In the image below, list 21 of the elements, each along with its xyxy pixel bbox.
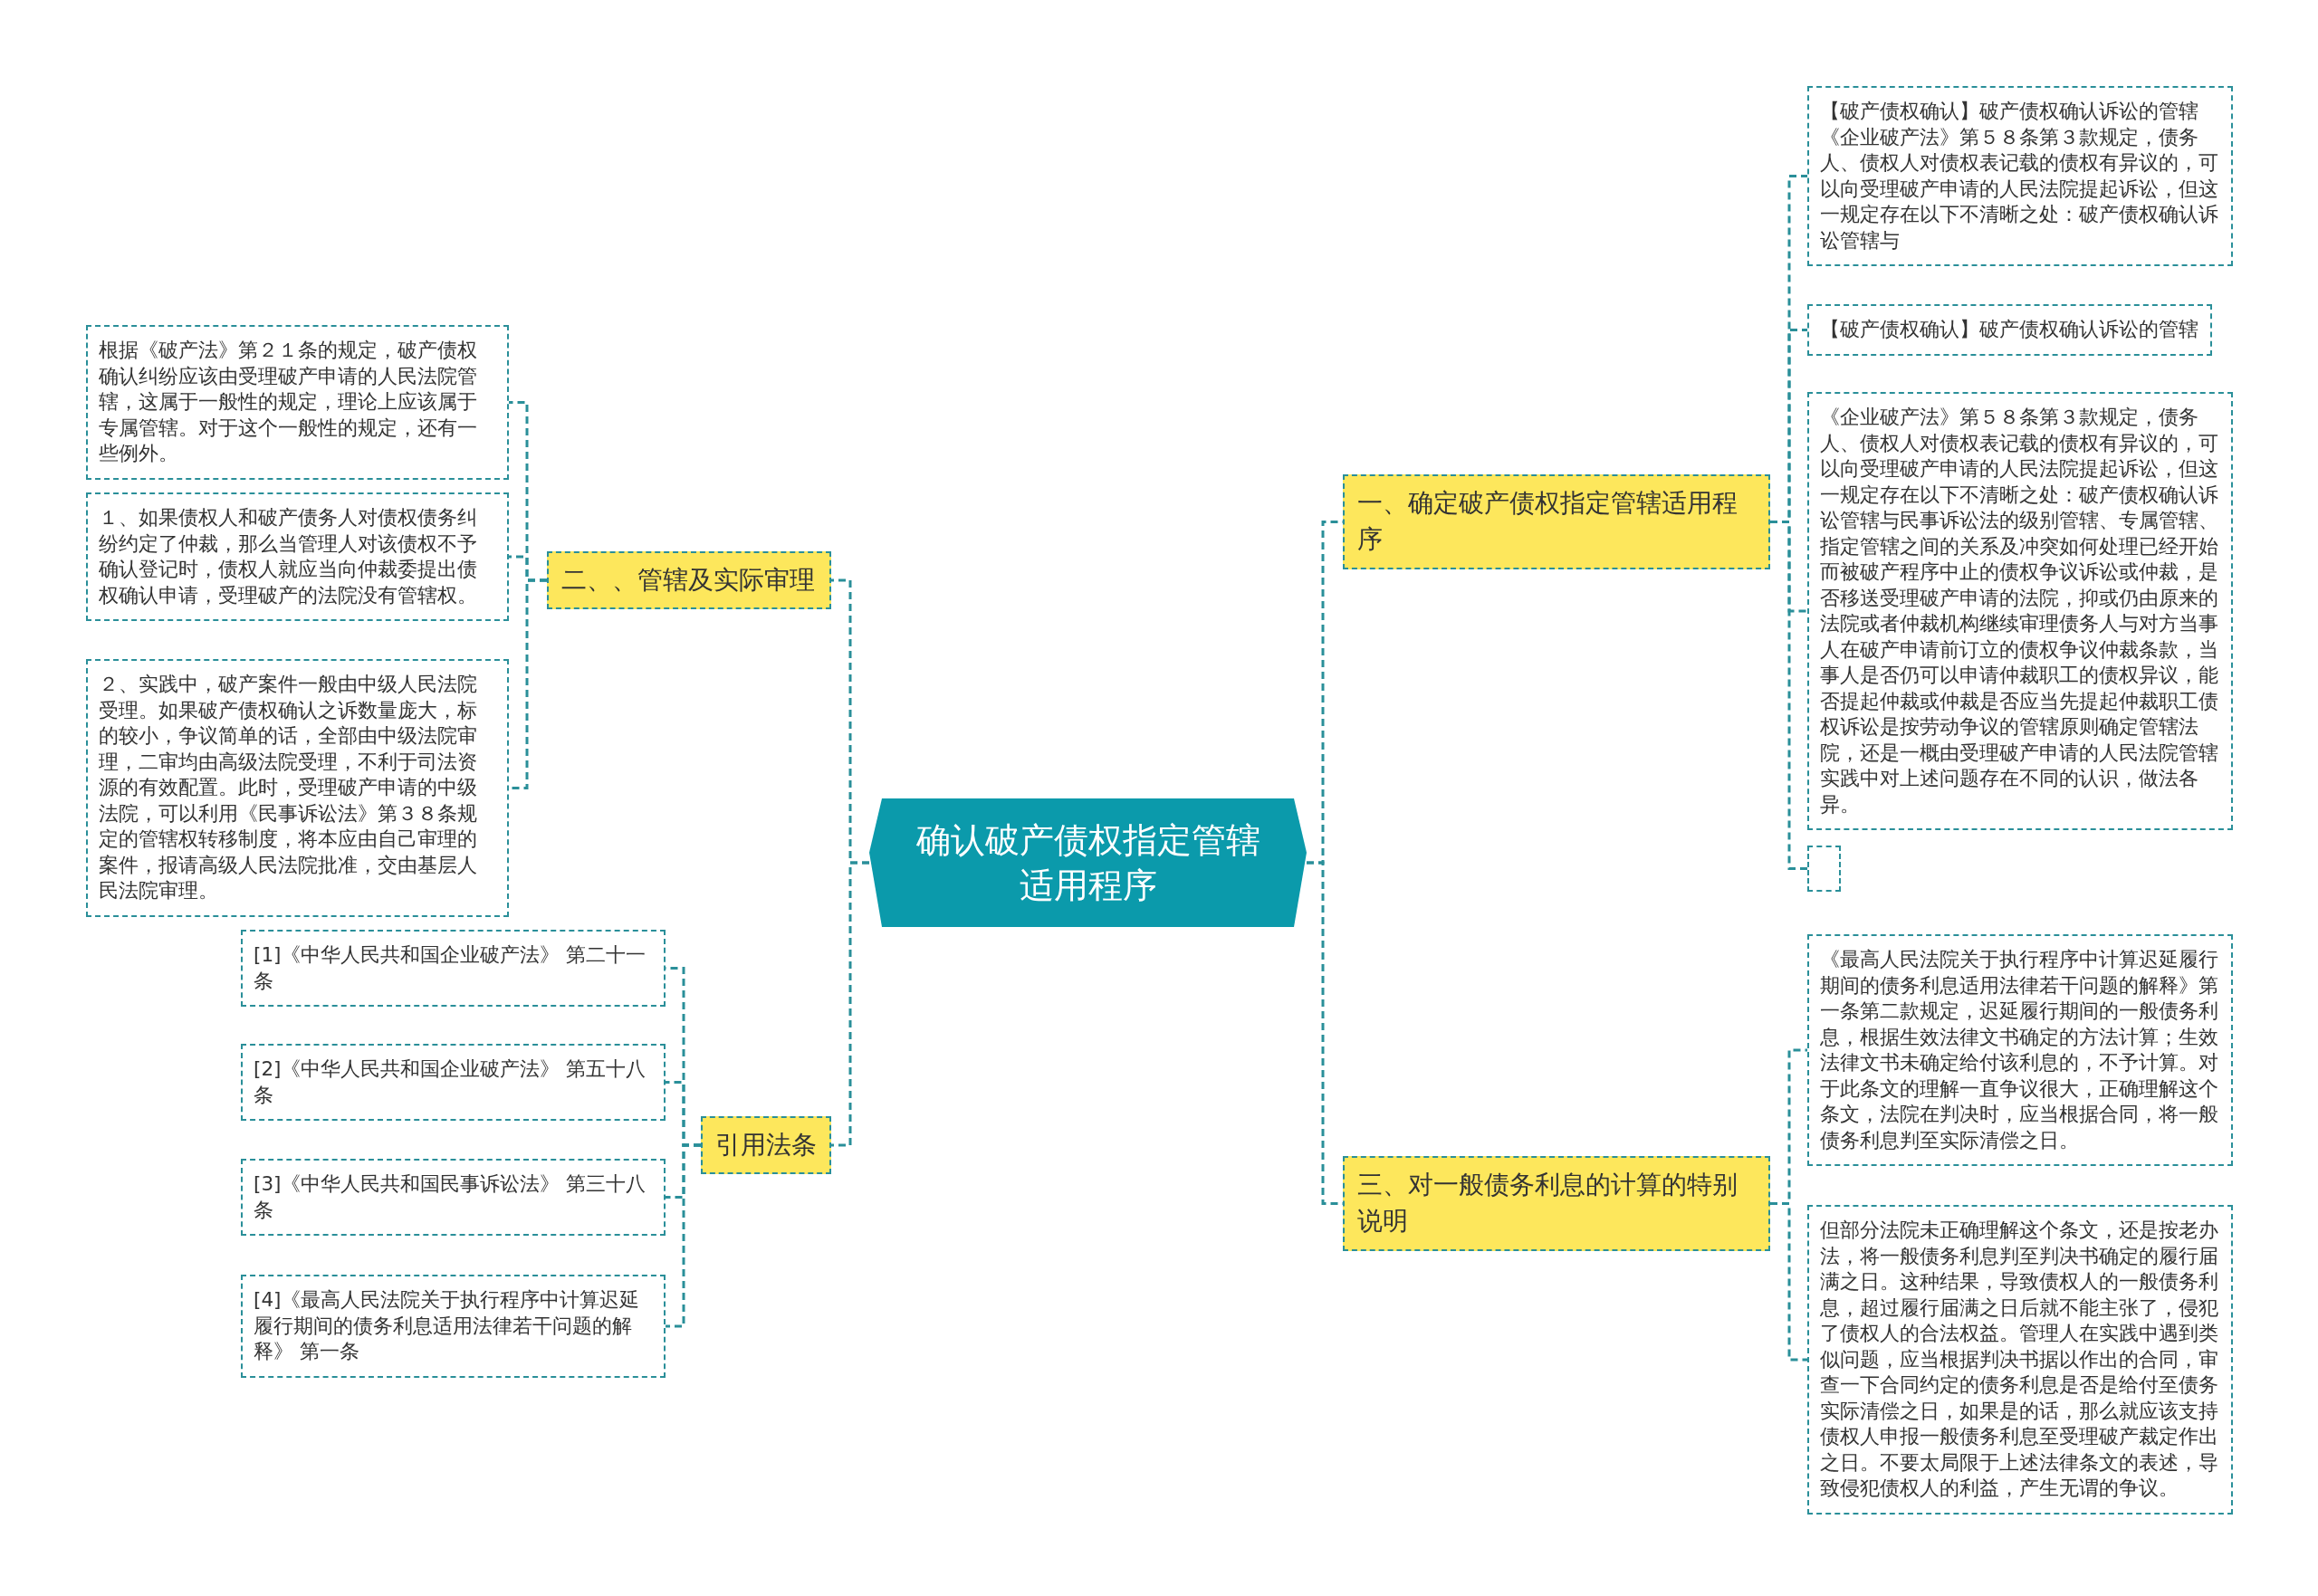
- topic-box: 引用法条: [701, 1116, 831, 1174]
- note-box: 《最高人民法院关于执行程序中计算迟延履行期间的债务利息适用法律若干问题的解释》第一条第二款规定，迟延履行期间的一般债务利息，根据生效法律文书确定的方法计算；生效法律文书未确定给付该利息的，不予计算。对于此条文的理解一直争议很大，正确理解这个条文，法院在判决时，应当根据合同，将一般债务利息判至实际清偿之日。: [1807, 934, 2233, 1166]
- note-box: 但部分法院未正确理解这个条文，还是按老办法，将一般债务利息判至判决书确定的履行届满之日。这种结果，导致债权人的一般债务利息，超过履行届满之日后就不能主张了，侵犯了债权人的合法权益。管理人在实践中遇到类似问题，应当根据判决书据以作出的合同，审查一下合同约定的债务利息是否是给付至债务实际清偿之日，如果是的话，那么就应该支持债权人申报一般债务利息至受理破产裁定作出之日。不要太局限于上述法律条文的表述，导致侵犯债权人的利益，产生无谓的争议。: [1807, 1205, 2233, 1515]
- note-box: [2]《中华人民共和国企业破产法》 第五十八条: [241, 1044, 666, 1121]
- note-box: 【破产债权确认】破产债权确认诉讼的管辖《企业破产法》第５８条第３款规定，债务人、债权人对债权表记载的债权有异议的，可以向受理破产申请的人民法院提起诉讼，但这一规定存在以下不清晰之处：破产债权确认诉讼管辖与: [1807, 86, 2233, 266]
- note-box: 《企业破产法》第５８条第３款规定，债务人、债权人对债权表记载的债权有异议的，可以向受理破产申请的人民法院提起诉讼，但这一规定存在以下不清晰之处：破产债权确认诉讼管辖与民事诉讼法的级别管辖、专属管辖、指定管辖之间的关系及冲突如何处理已经开始而被破产程序中止的债权争议诉讼或仲裁，是否移送受理破产申请的法院，抑或仍由原来的法院或者仲裁机构继续审理债务人与对方当事人在破产申请前订立的债权争议仲裁条款，当事人是否仍可以申请仲裁职工的债权异议，能否提起仲裁或仲裁是否应当先提起仲裁职工债权诉讼是按劳动争议的管辖原则确定管辖法院，还是一概由受理破产申请的人民法院管辖实践中对上述问题存在不同的认识，做法各异。: [1807, 392, 2233, 830]
- topic-box: 三、对一般债务利息的计算的特别说明: [1343, 1156, 1770, 1251]
- note-box: [3]《中华人民共和国民事诉讼法》 第三十八条: [241, 1159, 666, 1236]
- connector: [666, 1143, 701, 1328]
- note-box: ２、实践中，破产案件一般由中级人民法院受理。如果破产债权确认之诉数量庞大，标的较小，争议简单的话，全部由中级法院审理，二审均由高级法院受理，不利于司法资源的有效配置。此时，受理破产申请的中级法院，可以利用《民事诉讼法》第３８条规定的管辖权转移制度，将本应由自己审理的案件，报请高级人民法院批准，交由基层人民法院审理。: [86, 659, 509, 917]
- topic-box: 二、、管辖及实际审理: [547, 551, 831, 609]
- topic-box: 一、确定破产债权指定管辖适用程序: [1343, 474, 1770, 569]
- empty-box: [1807, 846, 1841, 892]
- note-box: １、如果债权人和破产债务人对债权债务纠纷约定了仲裁，那么当管理人对该债权不予确认登记时，债权人就应当向仲裁委提出债权确认申请，受理破产的法院没有管辖权。: [86, 492, 509, 621]
- connector: [831, 861, 869, 1147]
- note-box: 根据《破产法》第２１条的规定，破产债权确认纠纷应该由受理破产申请的人民法院管辖，这属于一般性的规定，理论上应该属于专属管辖。对于这个一般性的规定，还有一些例外。: [86, 325, 509, 480]
- connector: [1770, 521, 1807, 870]
- connector: [1770, 1202, 1807, 1362]
- note-box: [1]《中华人民共和国企业破产法》 第二十一条: [241, 930, 666, 1007]
- note-box: 【破产债权确认】破产债权确认诉讼的管辖: [1807, 304, 2212, 356]
- note-box: [4]《最高人民法院关于执行程序中计算迟延履行期间的债务利息适用法律若干问题的解释》 第一条: [241, 1275, 666, 1378]
